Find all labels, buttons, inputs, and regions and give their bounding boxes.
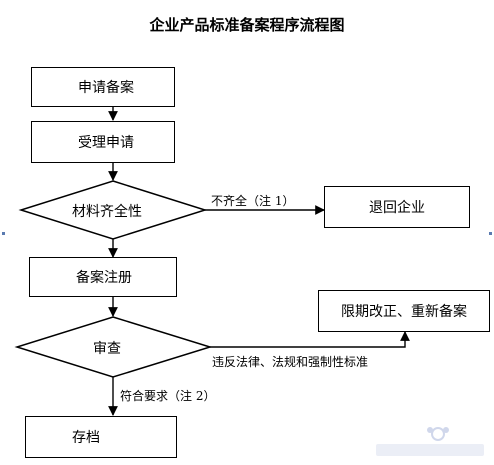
node-register: 备案注册: [29, 257, 177, 297]
edge-label-violation: 违反法律、法规和强制性标准: [212, 355, 369, 369]
chart-title: 企业产品标准备案程序流程图: [149, 16, 345, 34]
node-archive-label: 存档: [72, 430, 100, 446]
edge-marker-left: [2, 232, 5, 235]
edge-label-incomplete: 不齐全（注 1）: [211, 194, 295, 208]
watermark-logo: [376, 427, 484, 456]
node-archive: 存档: [25, 416, 177, 458]
node-review-label: 审查: [93, 341, 121, 357]
node-return-label: 退回企业: [369, 200, 425, 216]
node-register-label: 备案注册: [76, 270, 132, 286]
node-rectify: 限期改正、重新备案: [318, 290, 490, 332]
node-accept-label: 受理申请: [78, 135, 134, 151]
arrow-review-to-rectify: [210, 331, 410, 348]
edge-label-compliant: 符合要求（注 2）: [120, 389, 216, 403]
edge-marker-right: [489, 232, 492, 235]
node-materials-label: 材料齐全性: [72, 204, 142, 220]
node-apply-label: 申请备案: [78, 80, 134, 96]
node-return: 退回企业: [324, 186, 470, 228]
node-accept: 受理申请: [31, 121, 175, 163]
node-apply: 申请备案: [31, 67, 175, 107]
node-rectify-label: 限期改正、重新备案: [341, 304, 467, 320]
